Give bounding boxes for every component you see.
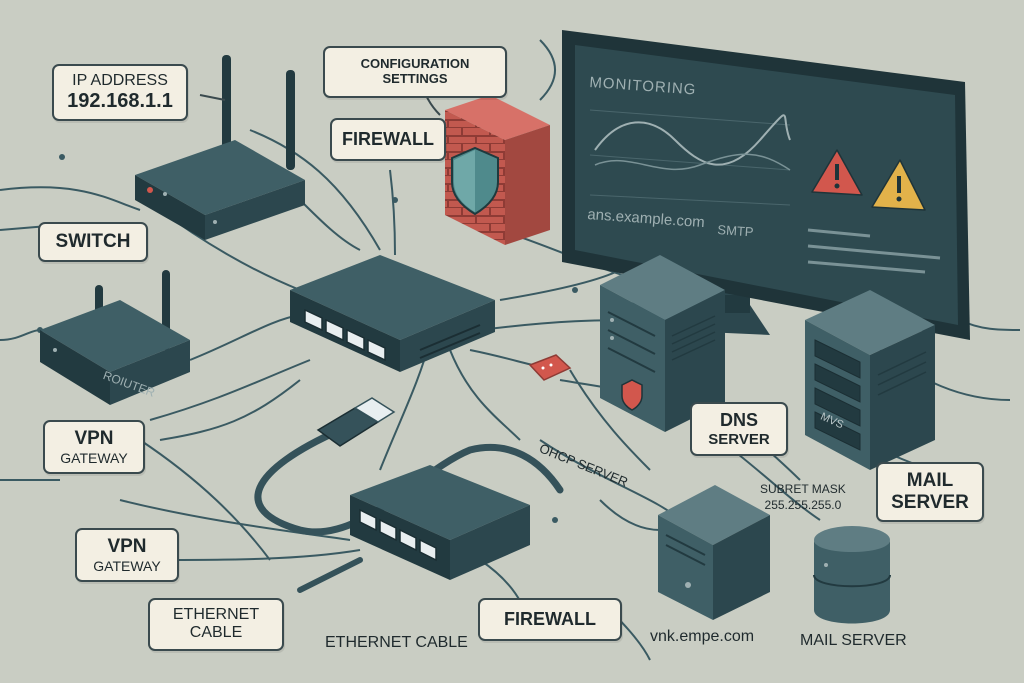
server-tower-bottom[interactable] (658, 485, 770, 620)
mail-server-tower[interactable] (805, 290, 935, 470)
warning-icon (871, 159, 926, 211)
firewall-top-label: FIREWALL (330, 118, 446, 161)
mail-server-disk[interactable] (813, 526, 891, 624)
ethernet-cable-text: ETHERNET CABLE (325, 634, 468, 651)
warning-icon (811, 149, 863, 196)
ip-address-label: IP ADDRESS 192.168.1.1 (52, 64, 188, 122)
shield-icon (451, 146, 499, 216)
vpn-gateway-label-2: VPN GATEWAY (75, 528, 179, 582)
inline-connector (528, 354, 572, 381)
switch-bottom[interactable] (350, 465, 530, 580)
monitor-protocol-text: SMTP (716, 222, 755, 240)
configuration-settings-label: CONFIGURATION SETTINGS (323, 46, 507, 98)
led-icon (147, 187, 153, 193)
shield-icon (621, 379, 643, 411)
monitor-text-lines (807, 228, 941, 274)
dns-server-label: DNS SERVER (690, 402, 788, 456)
switch-label: SWITCH (38, 222, 148, 262)
switch-main[interactable] (290, 255, 495, 372)
router-left[interactable] (40, 270, 190, 405)
ethernet-cable-label: ETHERNET CABLE (148, 598, 284, 651)
subnet-mask-label: SUBRET MASK 255.255.255.0 (760, 482, 846, 512)
dns-server-tower[interactable] (600, 255, 725, 432)
mail-server-text: MAIL SERVER (800, 632, 907, 649)
vpn-gateway-label-1: VPN GATEWAY (43, 420, 145, 474)
url-bottom-label: vnk.empe.com (650, 628, 755, 645)
firewall-bottom-label: FIREWALL (478, 598, 622, 641)
monitor-graph (589, 109, 791, 206)
mail-server-label: MAIL SERVER (876, 462, 984, 522)
router-top[interactable] (135, 55, 305, 240)
firewall-wall[interactable] (445, 95, 550, 245)
rj45-connector (316, 397, 396, 447)
